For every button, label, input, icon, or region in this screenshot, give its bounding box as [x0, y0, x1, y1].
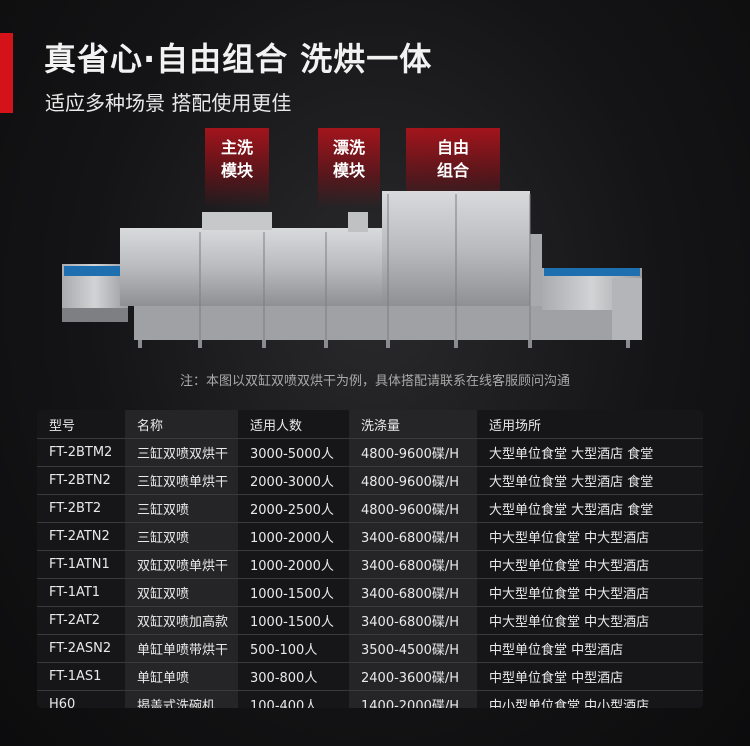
table-row: H60 揭盖式洗碗机 100-400人 1400-2000碟/H 中小型单位食堂…	[37, 690, 703, 708]
cell-model: FT-1AT1	[37, 578, 125, 607]
cell-name: 三缸双喷单烘干	[125, 466, 238, 495]
cell-venue: 中型单位食堂 中型酒店	[477, 634, 703, 663]
cell-model: FT-2BTN2	[37, 466, 125, 495]
spec-table: 型号 名称 适用人数 洗涤量 适用场所 FT-2BTM2 三缸双喷双烘干 300…	[37, 410, 703, 708]
cell-capacity: 300-800人	[238, 662, 349, 691]
cell-volume: 3500-4500碟/H	[349, 634, 477, 663]
module-label-line: 组合	[436, 161, 469, 180]
cell-volume: 4800-9600碟/H	[349, 438, 477, 467]
disclaimer-note: 注：本图以双缸双喷双烘干为例，具体搭配请联系在线客服顾问沟通	[179, 374, 570, 389]
cell-capacity: 2000-3000人	[238, 466, 349, 495]
cell-volume: 3400-6800碟/H	[349, 550, 477, 579]
cell-model: FT-2AT2	[37, 606, 125, 635]
cell-venue: 大型单位食堂 大型酒店 食堂	[477, 438, 703, 467]
cell-volume: 4800-9600碟/H	[349, 494, 477, 523]
table-row: FT-2BTN2 三缸双喷单烘干 2000-3000人 4800-9600碟/H…	[37, 466, 703, 495]
cell-name: 双缸双喷	[125, 578, 238, 607]
table-row: FT-2ATN2 三缸双喷 1000-2000人 3400-6800碟/H 中大…	[37, 522, 703, 551]
table-header-row: 型号 名称 适用人数 洗涤量 适用场所	[37, 410, 703, 439]
table-row: FT-2ASN2 单缸单喷带烘干 500-100人 3500-4500碟/H 中…	[37, 634, 703, 663]
cell-venue: 中大型单位食堂 中大型酒店	[477, 522, 703, 551]
header-capacity-people: 适用人数	[238, 410, 349, 439]
cell-model: FT-2BT2	[37, 494, 125, 523]
cell-model: H60	[37, 690, 125, 708]
cell-name: 双缸双喷加高款	[125, 606, 238, 635]
header-venue: 适用场所	[477, 410, 703, 439]
module-label-line: 模块	[220, 161, 253, 180]
cell-volume: 3400-6800碟/H	[349, 522, 477, 551]
cell-capacity: 1000-1500人	[238, 606, 349, 635]
table-row: FT-2BTM2 三缸双喷双烘干 3000-5000人 4800-9600碟/H…	[37, 438, 703, 467]
cell-model: FT-2ATN2	[37, 522, 125, 551]
cell-name: 单缸单喷	[125, 662, 238, 691]
cell-name: 双缸双喷单烘干	[125, 550, 238, 579]
table-row: FT-1AS1 单缸单喷 300-800人 2400-3600碟/H 中型单位食…	[37, 662, 703, 691]
table-row: FT-2AT2 双缸双喷加高款 1000-1500人 3400-6800碟/H …	[37, 606, 703, 635]
table-row: FT-1AT1 双缸双喷 1000-1500人 3400-6800碟/H 中大型…	[37, 578, 703, 607]
cell-model: FT-1AS1	[37, 662, 125, 691]
cell-model: FT-2BTM2	[37, 438, 125, 467]
header-model: 型号	[37, 410, 125, 439]
cell-volume: 3400-6800碟/H	[349, 578, 477, 607]
dishwasher-machine-image	[62, 191, 642, 348]
cell-capacity: 100-400人	[238, 690, 349, 708]
cell-venue: 中大型单位食堂 中大型酒店	[477, 550, 703, 579]
cell-venue: 大型单位食堂 大型酒店 食堂	[477, 466, 703, 495]
cell-name: 揭盖式洗碗机	[125, 690, 238, 708]
accent-bar	[0, 33, 13, 113]
cell-venue: 大型单位食堂 大型酒店 食堂	[477, 494, 703, 523]
cell-model: FT-2ASN2	[37, 634, 125, 663]
module-label-rinse: 漂洗 模块	[318, 128, 380, 208]
cell-volume: 1400-2000碟/H	[349, 690, 477, 708]
cell-capacity: 1000-2000人	[238, 550, 349, 579]
cell-volume: 3400-6800碟/H	[349, 606, 477, 635]
cell-venue: 中大型单位食堂 中大型酒店	[477, 578, 703, 607]
cell-venue: 中型单位食堂 中型酒店	[477, 662, 703, 691]
cell-capacity: 1000-2000人	[238, 522, 349, 551]
cell-name: 单缸单喷带烘干	[125, 634, 238, 663]
header-name: 名称	[125, 410, 238, 439]
cell-capacity: 2000-2500人	[238, 494, 349, 523]
header-wash-volume: 洗涤量	[349, 410, 477, 439]
module-label-main-wash: 主洗 模块	[205, 128, 269, 208]
table-row: FT-2BT2 三缸双喷 2000-2500人 4800-9600碟/H 大型单…	[37, 494, 703, 523]
cell-capacity: 500-100人	[238, 634, 349, 663]
cell-venue: 中小型单位食堂 中小型酒店	[477, 690, 703, 708]
module-label-line: 主洗	[220, 138, 253, 157]
page-title: 真省心·自由组合 洗烘一体	[44, 40, 433, 78]
module-label-line: 漂洗	[332, 138, 365, 157]
cell-model: FT-1ATN1	[37, 550, 125, 579]
cell-name: 三缸双喷双烘干	[125, 438, 238, 467]
cell-capacity: 1000-1500人	[238, 578, 349, 607]
cell-volume: 2400-3600碟/H	[349, 662, 477, 691]
cell-name: 三缸双喷	[125, 494, 238, 523]
page-subtitle: 适应多种场景 搭配使用更佳	[45, 91, 292, 115]
cell-capacity: 3000-5000人	[238, 438, 349, 467]
table-row: FT-1ATN1 双缸双喷单烘干 1000-2000人 3400-6800碟/H…	[37, 550, 703, 579]
module-label-line: 模块	[332, 161, 365, 180]
cell-venue: 中大型单位食堂 中大型酒店	[477, 606, 703, 635]
cell-name: 三缸双喷	[125, 522, 238, 551]
module-label-line: 自由	[436, 138, 469, 157]
cell-volume: 4800-9600碟/H	[349, 466, 477, 495]
